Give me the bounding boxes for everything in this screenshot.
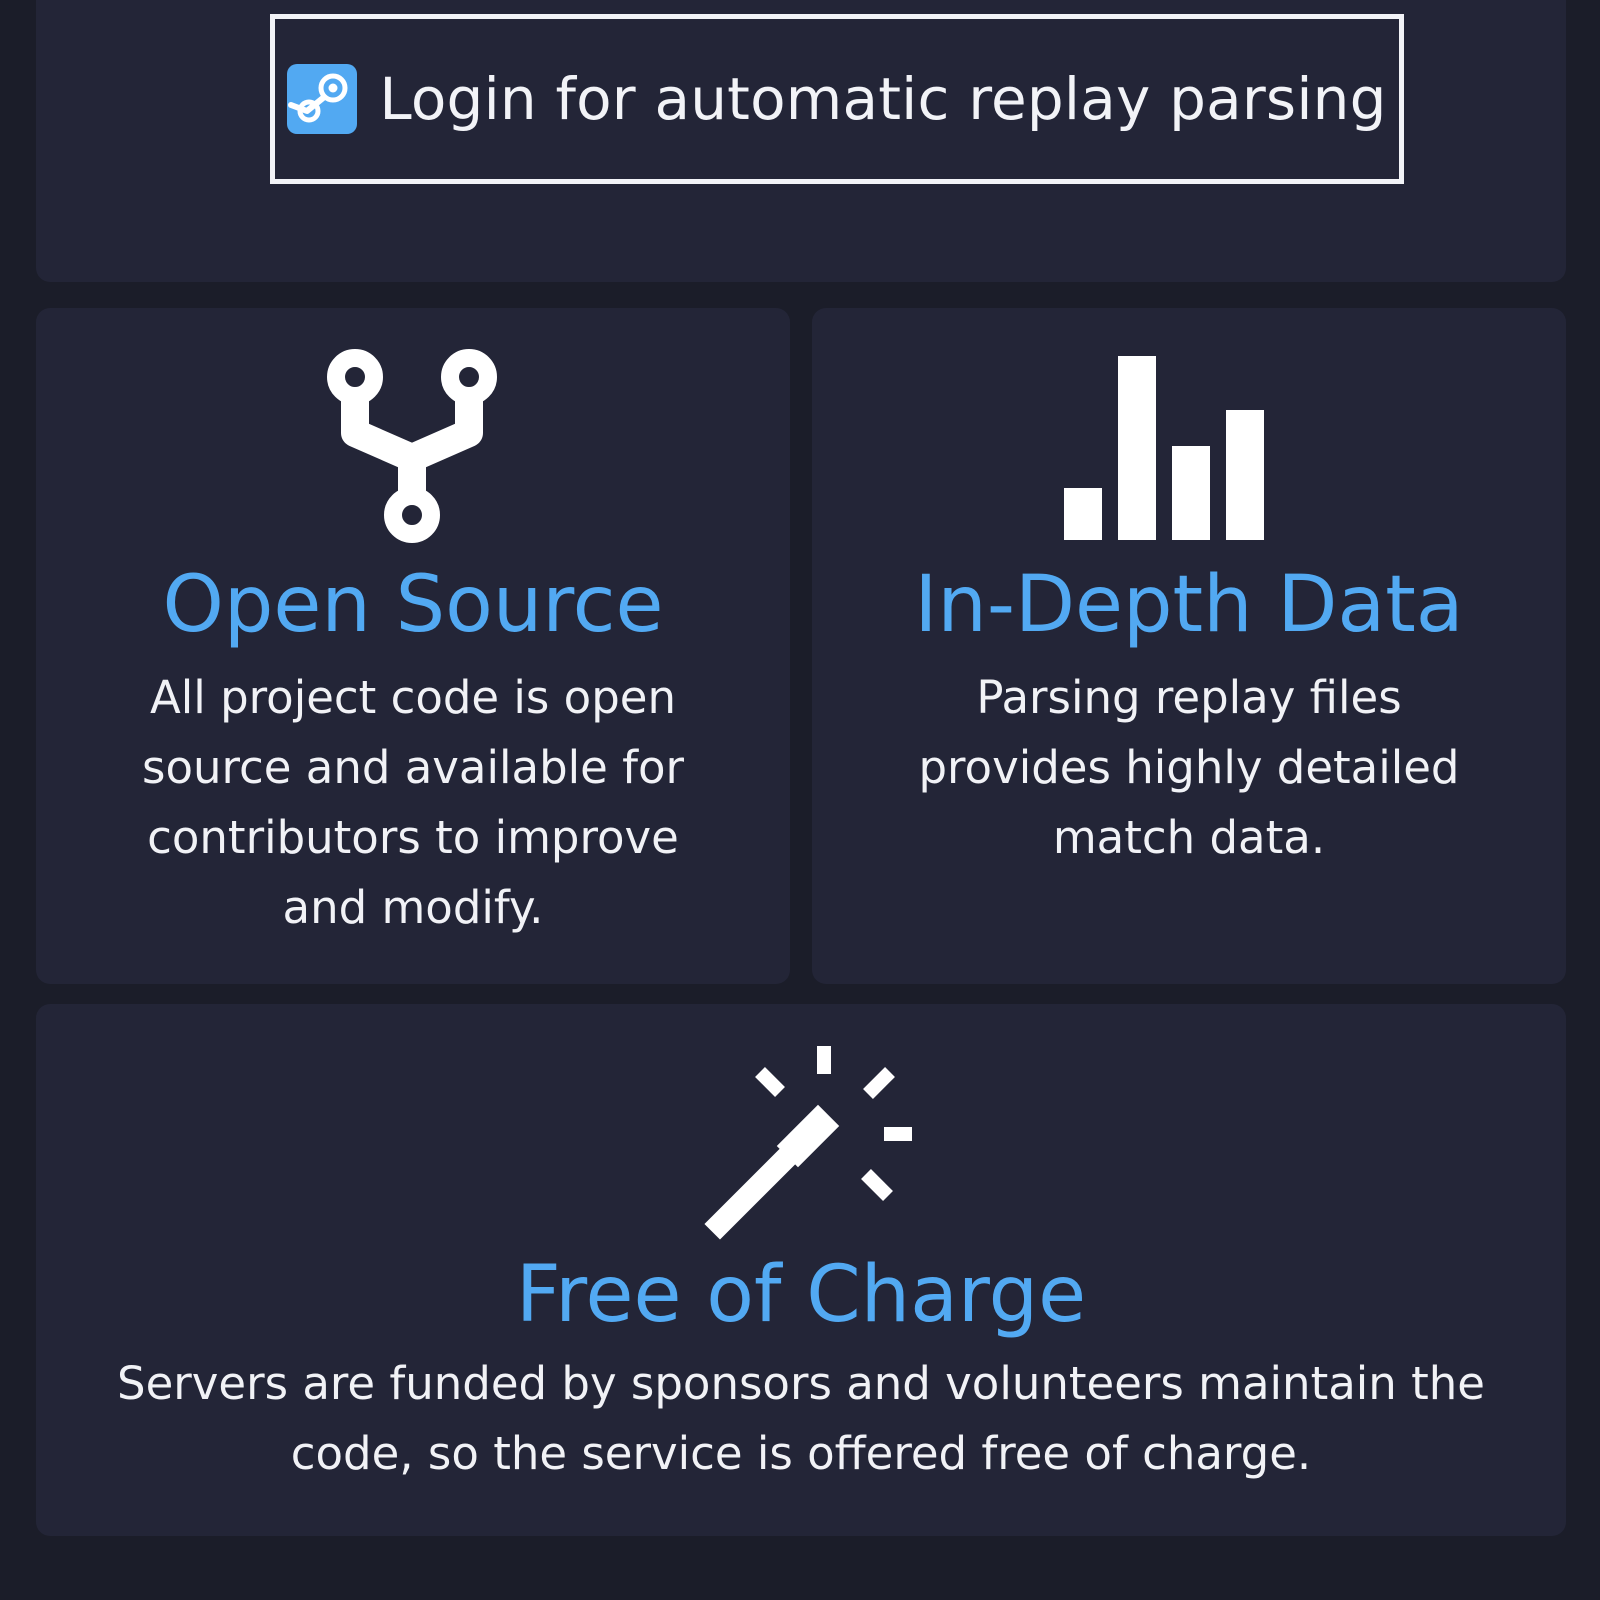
bar-chart-icon [1064,356,1264,540]
feature-title: Free of Charge [515,1250,1087,1340]
login-label: Login for automatic replay parsing [379,65,1387,133]
steam-icon [287,64,358,134]
feature-card-free-of-charge: Free of Charge Servers are funded by spo… [36,1004,1566,1536]
feature-description: All project code is open source and avai… [142,671,684,934]
feature-description: Parsing replay files provides highly det… [918,671,1460,864]
login-panel: Login for automatic replay parsing [36,0,1566,282]
feature-title: Open Source [162,560,664,650]
feature-card-in-depth-data: In-Depth Data Parsing replay files provi… [812,308,1566,984]
code-fork-icon [327,349,497,543]
feature-title: In-Depth Data [914,560,1464,650]
feature-card-open-source: Open Source All project code is open sou… [36,308,790,984]
magic-wand-icon [704,1046,912,1240]
feature-description: Servers are funded by sponsors and volun… [117,1357,1485,1480]
login-button[interactable]: Login for automatic replay parsing [270,14,1404,184]
